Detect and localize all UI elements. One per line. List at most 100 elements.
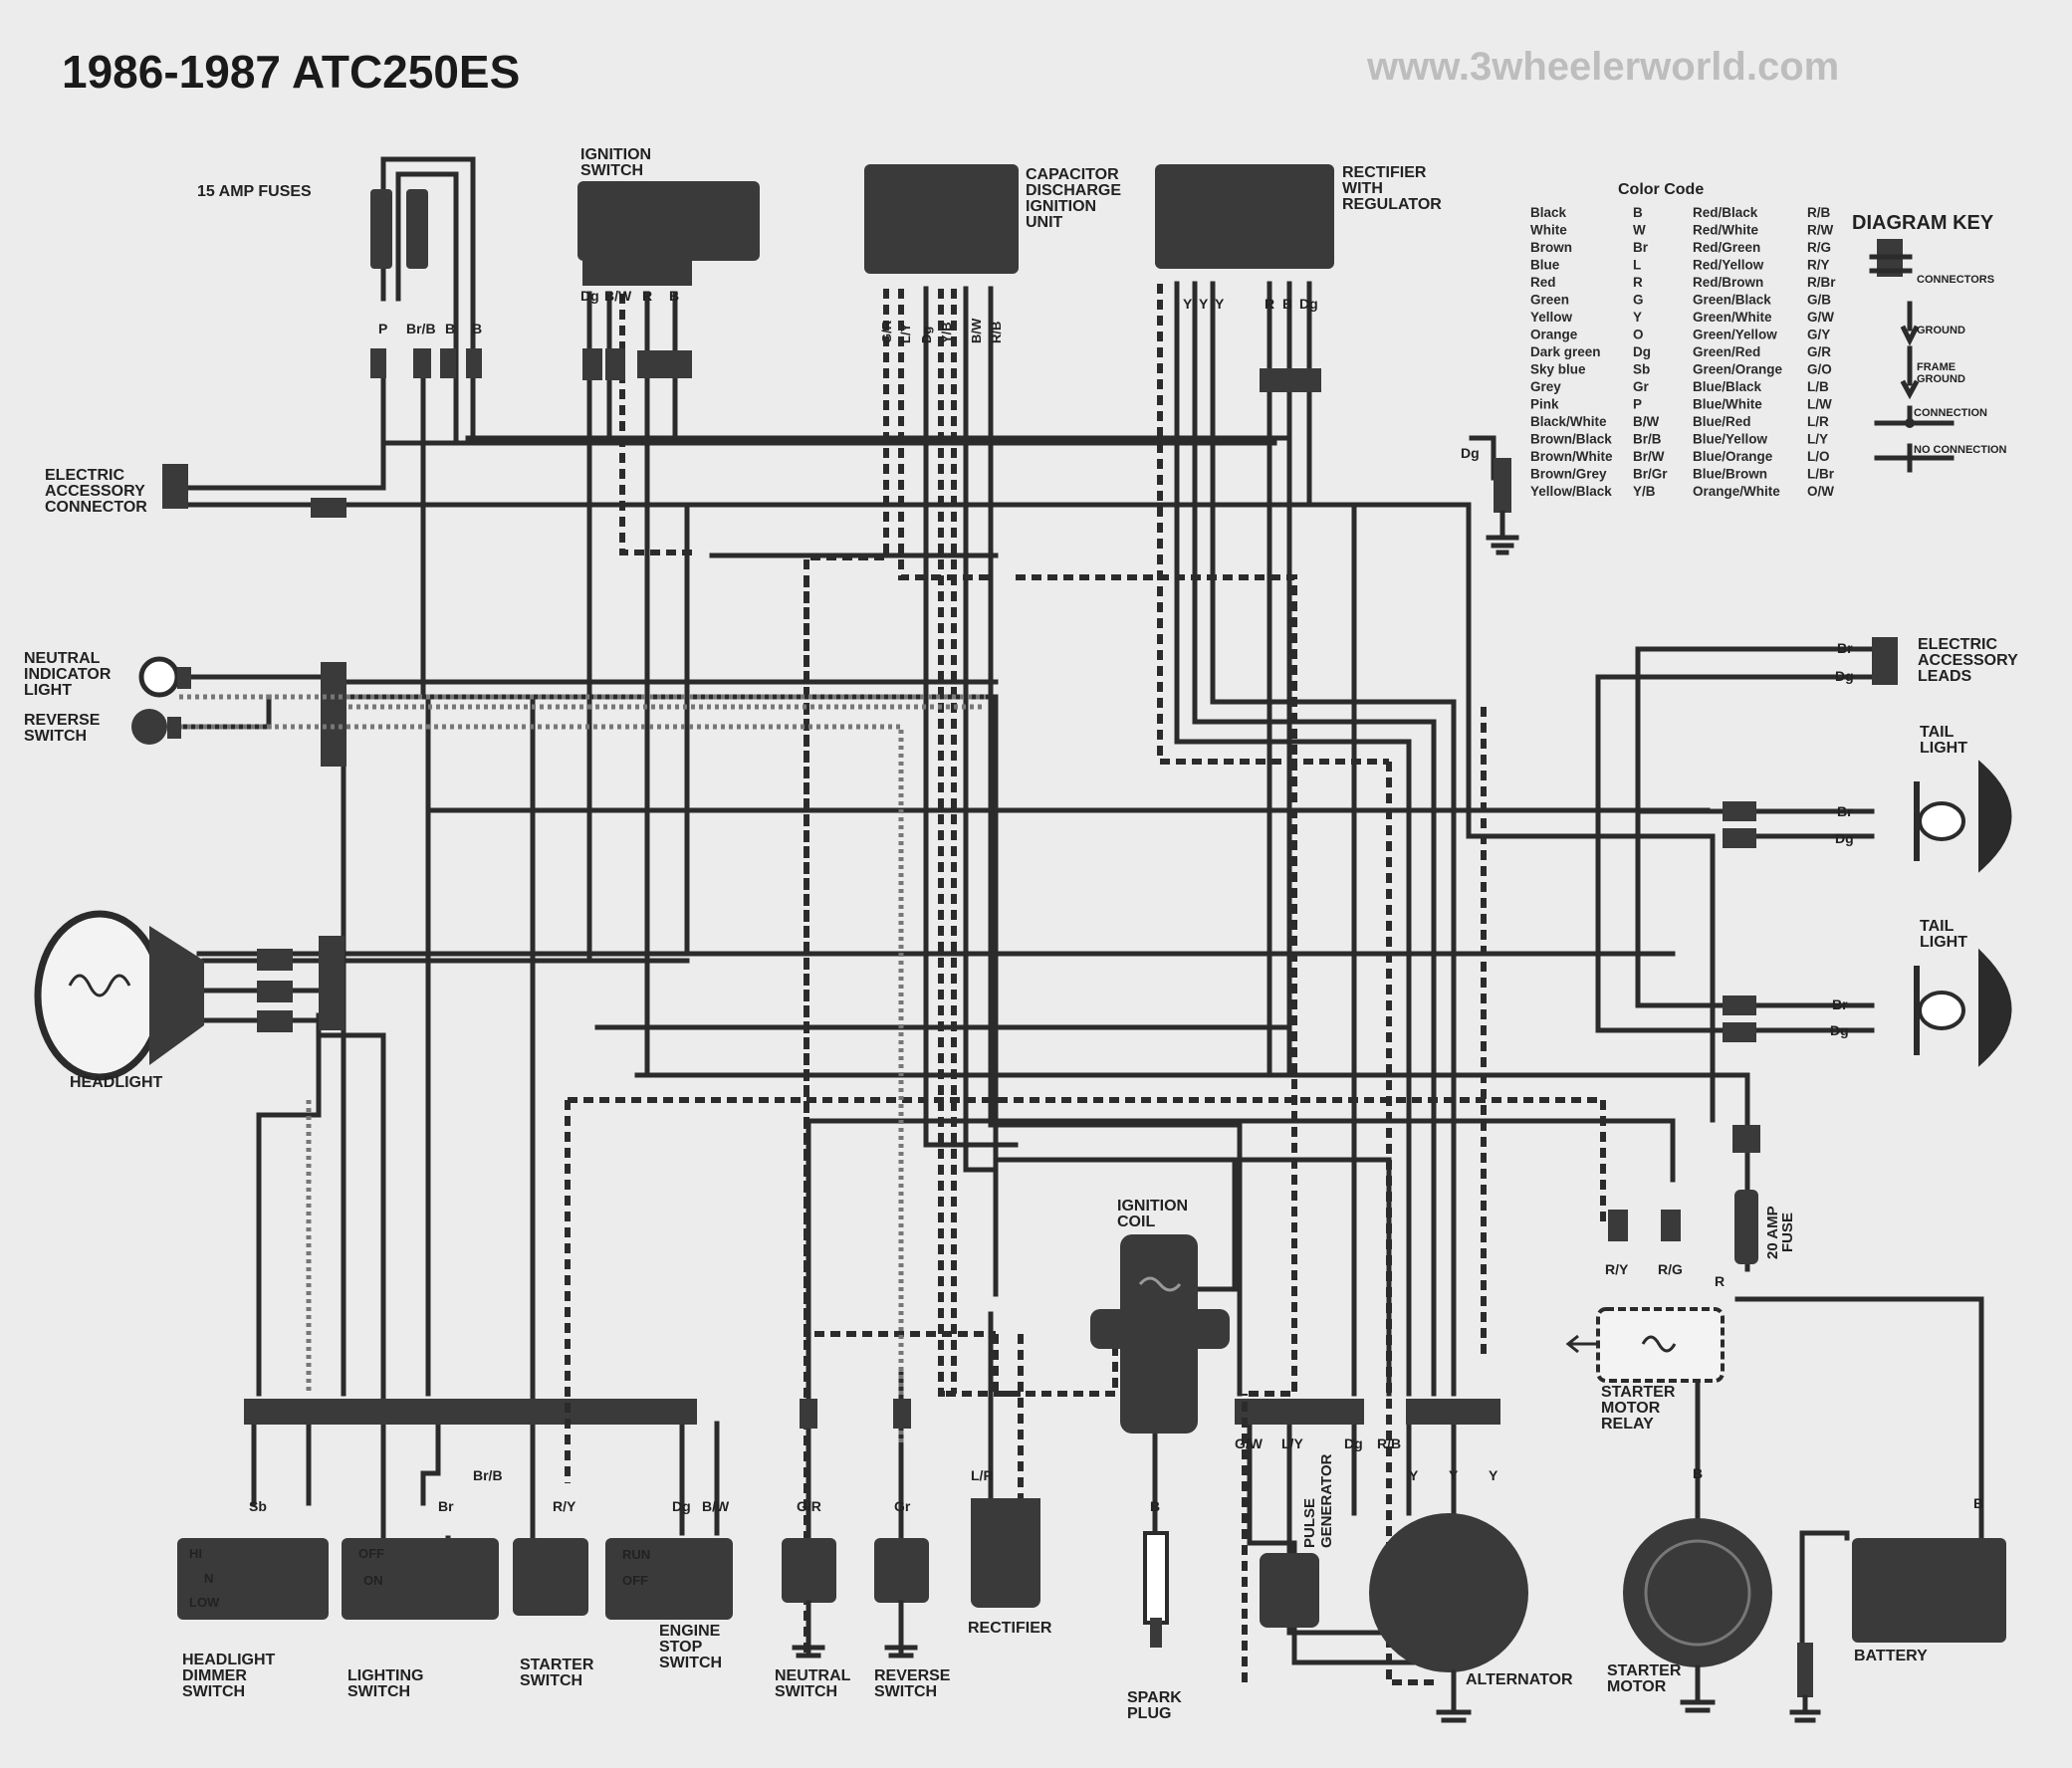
wire-label: Br (1837, 803, 1853, 819)
wire-label: Dg (919, 327, 934, 343)
tail-light-lower (1723, 948, 2012, 1067)
dashed-wires (179, 284, 1606, 1685)
label-starter-motor-1: STARTER (1607, 1662, 1682, 1679)
key-connection: CONNECTION (1914, 407, 1987, 419)
wire-label: Y (1215, 296, 1225, 312)
color-code-abbrev: Br/W (1633, 449, 1665, 464)
color-code-abbrev: O/W (1807, 484, 1834, 499)
color-code-name: Yellow (1530, 310, 1573, 325)
color-code-name: Blue/Red (1693, 414, 1751, 429)
color-code-name: Red/Green (1693, 240, 1760, 255)
label-engine-stop-3: SWITCH (659, 1655, 722, 1671)
label-battery: BATTERY (1854, 1648, 1928, 1664)
switch-position-label: ON (363, 1573, 383, 1588)
wire-label: R/Y (1605, 1261, 1629, 1277)
label-pulse-gen-1: PULSE (1301, 1498, 1318, 1548)
ignition-coil-body (1090, 1234, 1230, 1434)
component-labels: 15 AMP FUSES IGNITION SWITCH CAPACITOR D… (24, 146, 2018, 1722)
alternator-body (1369, 1513, 1528, 1723)
dimmer-switch-body (177, 1538, 329, 1620)
switch-position-label: LOW (189, 1595, 220, 1610)
color-code-name: Dark green (1530, 344, 1601, 359)
cdi-unit-box (864, 164, 1019, 274)
color-code-abbrev: Y/B (1633, 484, 1656, 499)
label-cdi-3: IGNITION (1026, 198, 1096, 215)
label-dimmer-1: HEADLIGHT (182, 1652, 276, 1668)
color-code-name: Yellow/Black (1530, 484, 1612, 499)
label-cdi-4: UNIT (1026, 214, 1063, 231)
neutral-indicator-bulb (138, 656, 191, 698)
key-no-connection: NO CONNECTION (1914, 444, 2007, 456)
label-engine-stop-2: STOP (659, 1639, 703, 1656)
wire-label: B (1150, 1498, 1160, 1514)
wire-label: R/B (989, 322, 1004, 343)
wire-label: R (1265, 296, 1274, 312)
label-acc-connector-3: CONNECTOR (45, 499, 147, 516)
connector-block-pulse (1235, 1399, 1364, 1425)
color-code-abbrev: L/Y (1807, 432, 1828, 447)
color-code-name: Blue/White (1693, 397, 1762, 412)
fuse-holder-15a (370, 189, 482, 378)
wire-label: Y (1449, 1467, 1459, 1483)
rectifier-regulator-box (1155, 164, 1334, 392)
color-code-abbrev: Gr (1633, 379, 1650, 394)
wire-label: B (1973, 1495, 1983, 1511)
label-dimmer-3: SWITCH (182, 1683, 245, 1700)
label-starter-relay-2: MOTOR (1601, 1400, 1661, 1417)
color-code-name: Blue/Yellow (1693, 432, 1768, 447)
connector-block-headlight (319, 936, 345, 1030)
color-code-name: Black/White (1530, 414, 1607, 429)
key-frame-ground: GROUND (1917, 373, 1965, 385)
ignition-switch-box (577, 181, 760, 380)
key-frame: FRAME (1917, 361, 1956, 373)
key-connectors: CONNECTORS (1917, 274, 1994, 286)
wire-label: G/W (1235, 1436, 1264, 1451)
label-neutral-switch-2: SWITCH (775, 1683, 837, 1700)
wiring-harness (171, 156, 1984, 1665)
color-code-abbrev: L (1633, 258, 1641, 273)
label-lighting-1: LIGHTING (347, 1667, 423, 1684)
wire-label: Y (1409, 1467, 1419, 1483)
label-ignition-switch-1: IGNITION (580, 146, 651, 163)
color-code-abbrev: G (1633, 293, 1644, 308)
color-code-abbrev: R/B (1807, 205, 1831, 220)
wire-label: Dg (1830, 1022, 1849, 1038)
label-starter-motor-2: MOTOR (1607, 1678, 1667, 1695)
label-reverse-light-1: REVERSE (24, 712, 101, 729)
wire-label: Dg (1344, 1436, 1363, 1451)
color-code-abbrev: G/R (1807, 344, 1831, 359)
wire-label: Sb (249, 1498, 267, 1514)
label-reverse-light-2: SWITCH (24, 728, 87, 745)
wire-color-labels: P Br/B B B Dg B/W R B G/R L/Y Dg Y/B B/W… (189, 288, 1983, 1610)
label-acc-leads-2: ACCESSORY (1918, 652, 2018, 669)
wire-label: Br (1837, 640, 1853, 656)
label-starter-relay-3: RELAY (1601, 1416, 1654, 1433)
label-tail-lower-1: TAIL (1920, 918, 1955, 935)
color-code-abbrev: Br/B (1633, 432, 1662, 447)
pulse-generator-body (1260, 1553, 1319, 1628)
color-code-abbrev: P (1633, 397, 1642, 412)
wire-label: Y/B (939, 322, 954, 343)
color-code-name: Blue (1530, 258, 1560, 273)
label-starter-switch-1: STARTER (520, 1657, 594, 1673)
color-code-abbrev: R/Br (1807, 275, 1836, 290)
label-lighting-2: SWITCH (347, 1683, 410, 1700)
color-code-name: Black (1530, 205, 1567, 220)
color-code-abbrev: O (1633, 328, 1644, 342)
wire-label: R/Y (553, 1498, 576, 1514)
accessory-connector-block (162, 464, 188, 509)
color-code-name: Orange/White (1693, 484, 1780, 499)
color-code-abbrev: R/Y (1807, 258, 1830, 273)
label-dimmer-2: DIMMER (182, 1667, 247, 1684)
wire-label: B/W (969, 318, 984, 343)
color-code-abbrev: B/W (1633, 414, 1660, 429)
color-code-name: Blue/Orange (1693, 449, 1773, 464)
spark-plug-body (1143, 1531, 1169, 1648)
color-code-name: Blue/Black (1693, 379, 1762, 394)
color-code-abbrev: Br/Gr (1633, 467, 1668, 482)
wire-label: B (445, 321, 455, 336)
